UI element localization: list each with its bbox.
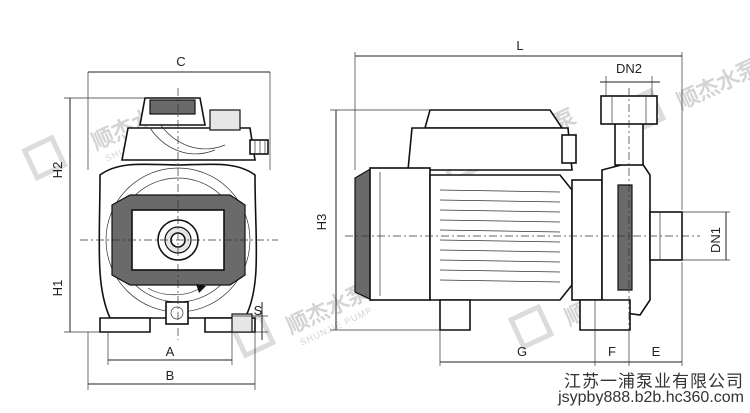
terminal-housing — [121, 127, 256, 161]
dim-label-C: C — [176, 54, 185, 69]
side-view-dimensions: L DN2 H3 DN1 G F E — [314, 38, 730, 366]
brand-label: SHIMGE — [150, 184, 205, 196]
dim-label-DN1: DN1 — [708, 227, 723, 253]
watermark-cn: 顺杰水泵 — [673, 55, 750, 115]
side-cable-gland — [561, 134, 577, 164]
dim-label-H2: H2 — [50, 162, 65, 179]
dim-label-B: B — [166, 368, 175, 383]
cable-gland — [249, 139, 269, 155]
cooling-fins — [439, 189, 561, 283]
capacitor-box — [209, 109, 241, 131]
terminal-box-lid — [149, 99, 196, 115]
footer-company-name: 江苏一浦泵业有限公司 — [564, 372, 744, 392]
dim-label-L: L — [516, 38, 523, 53]
rotation-arrow-icon — [196, 284, 206, 293]
side-base-foot-front — [579, 299, 631, 331]
side-terminal-lid — [423, 109, 564, 129]
drain-plug — [165, 301, 189, 325]
dim-label-G: G — [517, 344, 527, 359]
dim-label-A: A — [166, 344, 175, 359]
dim-label-F: F — [608, 344, 616, 359]
foot-slot — [231, 313, 253, 333]
front-view-dimensions: C H2 H1 A B S — [50, 54, 271, 390]
motor-end-cap — [369, 167, 431, 301]
dim-label-S: S — [254, 303, 263, 318]
side-base-foot-rear — [439, 299, 471, 331]
dim-label-E: E — [652, 344, 661, 359]
base-foot-left — [99, 317, 151, 333]
dim-label-DN2: DN2 — [616, 61, 642, 76]
motor-flange — [571, 179, 603, 301]
side-view — [345, 88, 700, 331]
dim-label-H1: H1 — [50, 280, 65, 297]
pump-head-window — [617, 184, 633, 291]
footer-url: jsypby888.b2b.hc360.com — [558, 389, 744, 406]
side-terminal-box — [407, 127, 573, 171]
front-view: SHIMGE — [80, 88, 278, 340]
dim-label-H3: H3 — [314, 214, 329, 231]
